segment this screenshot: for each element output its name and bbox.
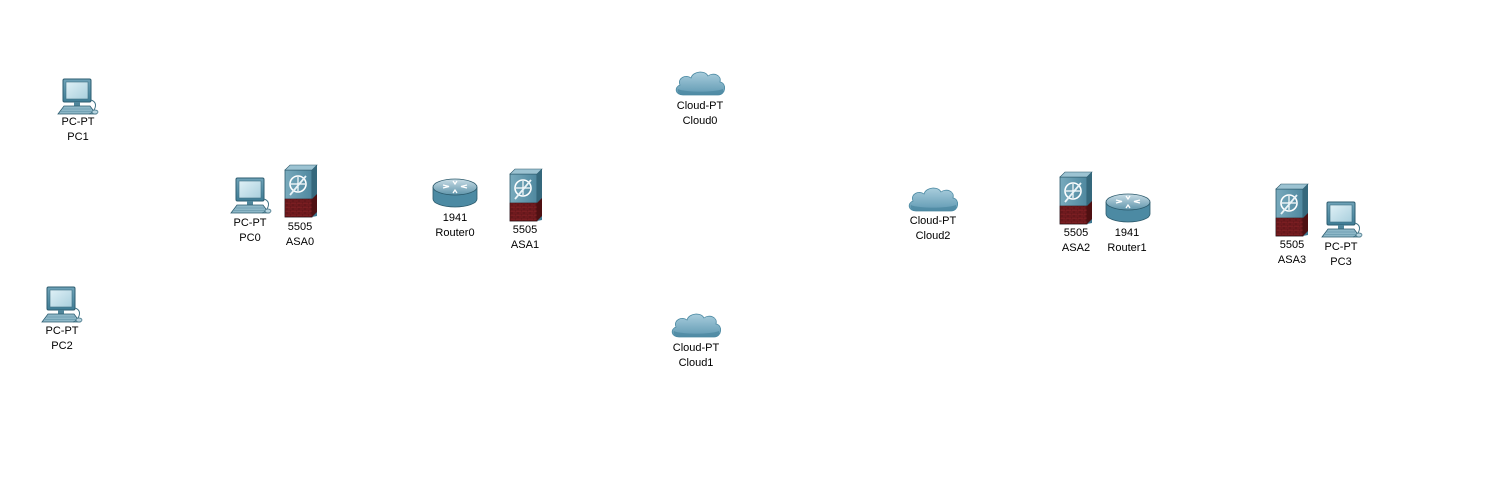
asa3-device[interactable] <box>1275 183 1311 239</box>
pc-icon <box>227 177 275 215</box>
asa1-name-label: ASA1 <box>510 239 540 251</box>
router0-device[interactable] <box>431 177 479 209</box>
asa2-name-label: ASA2 <box>1061 242 1091 254</box>
pc2-model-label: PC-PT <box>45 325 79 337</box>
cloud-icon <box>906 184 960 214</box>
asa1-device[interactable] <box>509 168 545 224</box>
firewall-icon <box>284 164 318 218</box>
pc1-model-label: PC-PT <box>61 116 95 128</box>
cloud2-model-label: Cloud-PT <box>909 215 957 227</box>
asa0-model-label: 5505 <box>287 221 313 233</box>
asa2-model-label: 5505 <box>1063 227 1089 239</box>
asa0-device[interactable] <box>284 164 320 220</box>
pc0-model-label: PC-PT <box>233 217 267 229</box>
router1-model-label: 1941 <box>1114 227 1140 239</box>
cloud1-name-label: Cloud1 <box>678 357 714 369</box>
firewall-icon <box>509 168 543 222</box>
router1-name-label: Router1 <box>1107 242 1147 254</box>
pc3-model-label: PC-PT <box>1324 241 1358 253</box>
cloud1-device[interactable] <box>669 310 723 340</box>
cloud1-model-label: Cloud-PT <box>672 342 720 354</box>
router0-model-label: 1941 <box>442 212 468 224</box>
cloud0-name-label: Cloud0 <box>682 115 718 127</box>
firewall-icon <box>1275 183 1309 237</box>
firewall-icon <box>1059 171 1093 225</box>
router-icon <box>1104 192 1152 224</box>
pc2-name-label: PC2 <box>51 340 73 352</box>
cloud2-device[interactable] <box>906 184 960 214</box>
pc-icon <box>1318 201 1366 239</box>
pc0-name-label: PC0 <box>239 232 261 244</box>
asa3-name-label: ASA3 <box>1277 254 1307 266</box>
cloud-icon <box>673 68 727 98</box>
pc-icon <box>38 286 86 324</box>
cloud0-model-label: Cloud-PT <box>676 100 724 112</box>
router1-device[interactable] <box>1104 192 1152 224</box>
pc0-device[interactable] <box>227 177 277 217</box>
asa3-model-label: 5505 <box>1279 239 1305 251</box>
asa0-name-label: ASA0 <box>285 236 315 248</box>
pc1-name-label: PC1 <box>67 131 89 143</box>
router-icon <box>431 177 479 209</box>
pc-icon <box>54 78 102 116</box>
cloud2-name-label: Cloud2 <box>915 230 951 242</box>
pc3-device[interactable] <box>1318 201 1368 241</box>
router0-name-label: Router0 <box>435 227 475 239</box>
cloud0-device[interactable] <box>673 68 727 98</box>
pc2-device[interactable] <box>38 286 88 326</box>
asa1-model-label: 5505 <box>512 224 538 236</box>
pc3-name-label: PC3 <box>1330 256 1352 268</box>
asa2-device[interactable] <box>1059 171 1095 227</box>
cloud-icon <box>669 310 723 340</box>
